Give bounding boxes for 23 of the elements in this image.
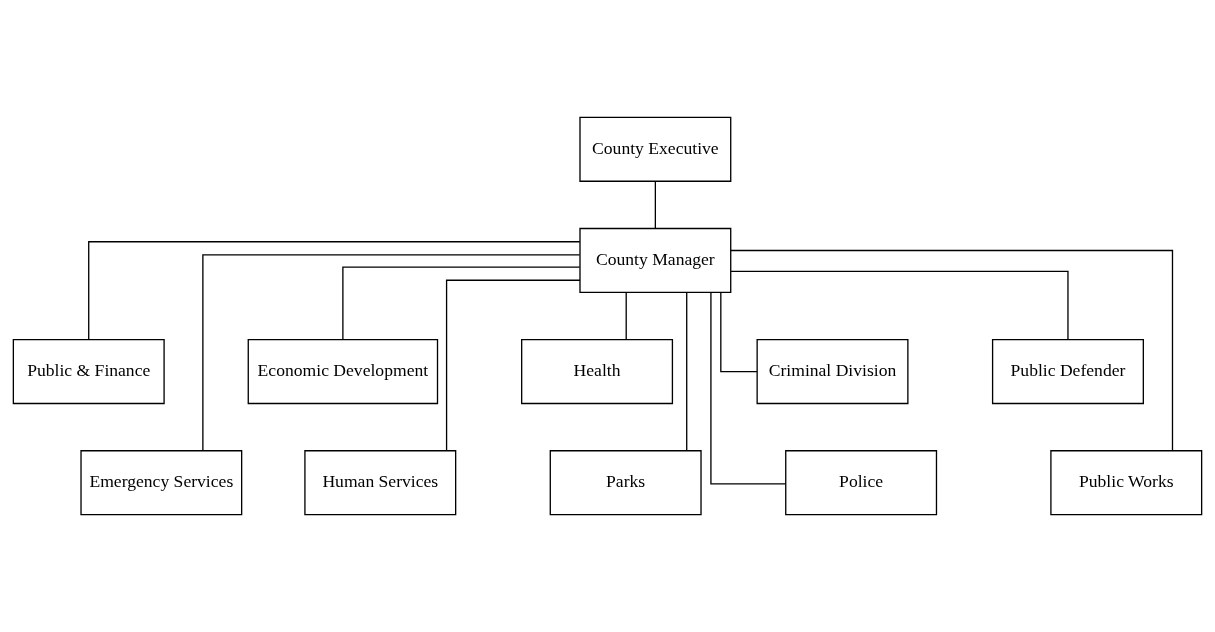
connector [730, 270, 1069, 341]
node-box: County Manager [579, 227, 732, 293]
node-box: Public Works [1050, 450, 1203, 516]
node-box: County Executive [579, 116, 732, 182]
connector [625, 291, 627, 341]
connector [730, 249, 1174, 452]
node-box: Public & Finance [12, 339, 165, 405]
node-box: Human Services [304, 450, 457, 516]
node-box: Criminal Division [756, 339, 909, 405]
connector [686, 292, 688, 452]
connector [202, 254, 581, 452]
connector [710, 291, 787, 485]
node-box: Health [521, 339, 674, 405]
connector [342, 266, 581, 341]
node-box: Parks [549, 450, 702, 516]
connector [445, 279, 581, 452]
node-box: Emergency Services [80, 450, 243, 516]
node-box: Police [785, 450, 938, 516]
connector [720, 291, 758, 373]
connector [88, 241, 581, 341]
node-box: Public Defender [991, 339, 1144, 405]
connector [654, 180, 656, 229]
node-box: Economic Development [247, 339, 439, 405]
